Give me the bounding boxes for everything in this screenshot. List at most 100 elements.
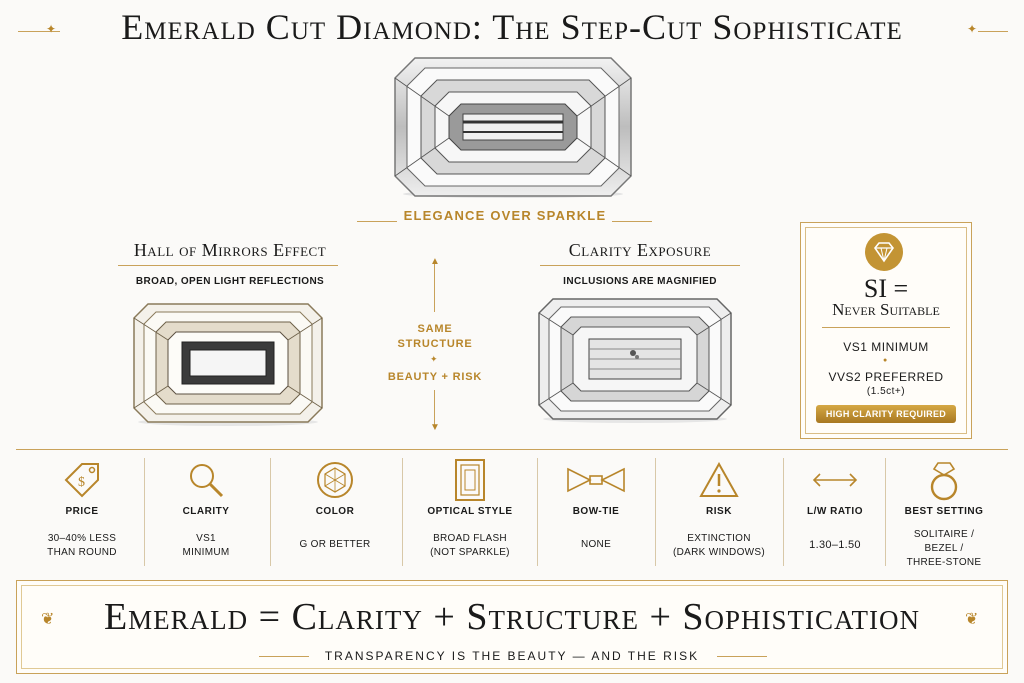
metrics-row: $ PRICE 30–40% LESS THAN ROUND CLARITY VS… — [0, 452, 1024, 572]
metric-value-line: 30–40% LESS — [47, 533, 117, 544]
middle-line3: Beauty + Risk — [387, 371, 483, 383]
step-cut-icon — [406, 459, 534, 501]
metric-lw-ratio: L/W RATIO 1.30–1.50 — [786, 452, 884, 572]
metric-value-line: SOLITAIRE / — [913, 529, 975, 540]
left-panel-rule — [118, 265, 338, 266]
ring-icon — [886, 460, 1002, 501]
metric-divider — [144, 458, 145, 566]
metric-value-line: VS1 — [196, 533, 216, 544]
right-panel-rule — [540, 265, 740, 266]
ornament-icon: ✦ — [46, 22, 57, 36]
metric-divider — [655, 458, 656, 566]
title-rule-left — [18, 31, 60, 32]
title-rule-right — [978, 31, 1008, 32]
metric-value: SOLITAIRE / BEZEL / THREE-STONE — [886, 528, 1002, 570]
metric-label: OPTICAL STYLE — [427, 506, 513, 517]
metric-value: 30–40% LESS THAN ROUND — [22, 532, 142, 560]
metric-value: 1.30–1.50 — [786, 538, 884, 552]
middle-line2: Structure — [397, 338, 473, 350]
middle-line1: Same — [417, 323, 453, 335]
metric-value-line: BEZEL / — [924, 543, 964, 554]
magnifier-icon — [146, 460, 266, 500]
summary-banner: ❦ Emerald = Clarity + Structure + Sophis… — [16, 580, 1008, 674]
emerald-diamond-inclusion — [538, 298, 732, 423]
metric-color: COLOR G OR BETTER — [272, 452, 398, 572]
arrow-line-up — [434, 262, 435, 312]
metric-bow-tie: BOW-TIE NONE — [540, 452, 652, 572]
arrow-line-down — [434, 390, 435, 426]
clarity-badge: High Clarity Required — [816, 405, 956, 423]
metric-label: CLARITY — [182, 506, 230, 517]
diamond-icon — [865, 233, 903, 271]
warning-icon — [658, 460, 780, 500]
banner-subtitle: TRANSPARENCY IS THE BEAUTY — AND THE RIS… — [324, 649, 700, 663]
metric-value-line: G OR BETTER — [299, 539, 371, 550]
right-panel-subtitle: Inclusions Are Magnified — [563, 276, 717, 287]
metric-value-line: 1.30–1.50 — [809, 539, 861, 551]
laurel-left-icon: ❦ — [41, 611, 55, 628]
ornament-icon: ● — [883, 357, 888, 364]
arrow-up-icon: ▲ — [430, 256, 440, 267]
tagline-rule-right — [612, 221, 652, 222]
metric-label: COLOR — [315, 506, 355, 517]
clarity-heading2: Never Suitable — [832, 300, 940, 319]
metric-value-line: EXTINCTION — [687, 533, 751, 544]
metric-divider — [537, 458, 538, 566]
metric-value: G OR BETTER — [272, 538, 398, 552]
left-panel-subtitle: Broad, Open Light Reflections — [135, 276, 325, 287]
page-title: Emerald Cut Diamond: The Step-Cut Sophis… — [121, 7, 903, 47]
round-diamond-icon — [272, 460, 398, 500]
ornament-icon: ✦ — [967, 22, 978, 36]
emerald-diamond-main — [394, 57, 632, 198]
bow-tie-icon — [540, 460, 652, 500]
metric-value-line: (NOT SPARKLE) — [430, 547, 510, 558]
clarity-line2: VVS2 Preferred — [828, 370, 944, 384]
metric-label: BOW-TIE — [572, 506, 620, 517]
ornament-icon: ✦ — [430, 354, 438, 364]
metric-value: BROAD FLASH (NOT SPARKLE) — [406, 532, 534, 560]
metric-label: BEST SETTING — [904, 506, 984, 517]
metric-value-line: THREE-STONE — [906, 557, 982, 568]
metric-divider — [783, 458, 784, 566]
metric-divider — [402, 458, 403, 566]
metric-price: $ PRICE 30–40% LESS THAN ROUND — [22, 452, 142, 572]
metric-value-line: NONE — [580, 539, 612, 550]
right-panel-title: Clarity Exposure — [568, 240, 712, 260]
metric-value-line: BROAD FLASH — [433, 533, 507, 544]
metric-optical-style: OPTICAL STYLE BROAD FLASH (NOT SPARKLE) — [406, 452, 534, 572]
metrics-top-rule — [16, 449, 1008, 450]
metric-best-setting: BEST SETTING SOLITAIRE / BEZEL / THREE-STO… — [886, 452, 1002, 572]
clarity-rule — [822, 327, 950, 328]
tagline: Elegance Over Sparkle — [403, 208, 607, 223]
svg-text:$: $ — [78, 475, 85, 490]
banner-frame — [21, 585, 1003, 669]
left-panel-title: Hall of Mirrors Effect — [133, 240, 327, 260]
price-tag-icon: $ — [22, 460, 142, 500]
tagline-rule-left — [357, 221, 397, 222]
clarity-callout — [800, 222, 972, 439]
metric-divider — [270, 458, 271, 566]
banner-rule-left — [259, 656, 309, 657]
clarity-line3: (1.5ct+) — [866, 386, 906, 397]
clarity-callout-frame — [805, 227, 967, 434]
laurel-right-icon: ❦ — [965, 611, 979, 628]
arrow-down-icon: ▼ — [430, 422, 440, 433]
metric-risk: RISK EXTINCTION (DARK WINDOWS) — [658, 452, 780, 572]
metric-label: PRICE — [65, 506, 99, 517]
metric-value-line: THAN ROUND — [47, 547, 117, 558]
metric-value: EXTINCTION (DARK WINDOWS) — [658, 532, 780, 560]
clarity-line1: VS1 Minimum — [843, 340, 929, 354]
banner-rule-right — [717, 656, 767, 657]
metric-divider — [885, 458, 886, 566]
metric-value: NONE — [540, 538, 652, 552]
metric-value-line: (DARK WINDOWS) — [673, 547, 765, 558]
metric-label: L/W RATIO — [807, 506, 863, 517]
metric-label: RISK — [706, 506, 732, 517]
metric-value-line: MINIMUM — [182, 547, 230, 558]
emerald-diamond-reflections — [133, 303, 323, 426]
double-arrow-icon — [786, 460, 884, 500]
clarity-heading: SI = — [863, 274, 909, 303]
banner-title: Emerald = Clarity + Structure + Sophisti… — [103, 596, 921, 638]
